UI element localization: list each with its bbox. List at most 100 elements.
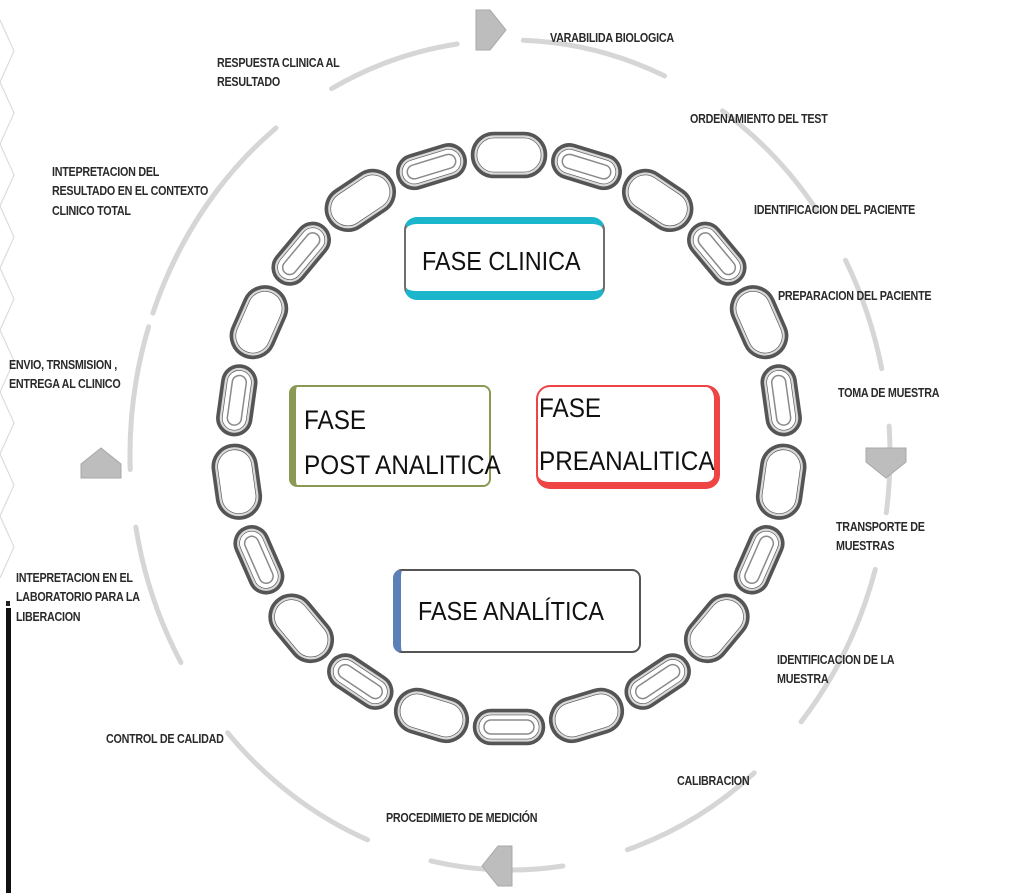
- step-text-line2: RESULTADO: [217, 75, 280, 90]
- step-text-line3: LIBERACION: [16, 609, 81, 624]
- chain-link-highlight: [215, 447, 259, 517]
- chain-link-highlight: [690, 225, 743, 283]
- cycle-arc: [798, 566, 878, 725]
- chain-link-outer: [729, 285, 789, 360]
- step-identificacion-muestra: IDENTIFICACION DE LA MUESTRA: [777, 651, 895, 690]
- edge-chevron: [0, 143, 15, 207]
- process-cycle-ring: [80, 9, 907, 887]
- chain-link-highlight: [474, 135, 544, 175]
- step-respuesta-clinica: RESPUESTA CLINICA AL RESULTADO: [217, 54, 340, 93]
- chain-link-icon: [687, 221, 747, 286]
- step-text-line1: INTEPRETACION EN EL: [16, 571, 133, 585]
- phase-analitica-box: FASE ANALÍTICA: [393, 569, 641, 653]
- left-edge-tick: [6, 601, 10, 606]
- step-text-line1: IDENTIFICACION DE LA: [777, 653, 895, 667]
- chain-link-icon: [683, 593, 750, 664]
- chain-link-outer: [324, 168, 397, 232]
- step-text-line1: RESPUESTA CLINICA AL: [217, 56, 340, 70]
- chain-link-inner: [226, 374, 248, 426]
- arrow-head-shape: [865, 447, 907, 479]
- step-text-line3: CLINICO TOTAL: [52, 203, 131, 218]
- chain-link-highlight: [687, 597, 747, 660]
- left-edge-bar: [6, 608, 11, 893]
- chain-link-icon: [470, 131, 548, 179]
- direction-arrow-icon: [475, 9, 507, 51]
- chain-link-inner: [561, 153, 612, 180]
- chain-link-outer: [268, 593, 335, 664]
- step-variabilidad-biologica: VARABILIDA BIOLOGICA: [550, 29, 674, 48]
- chain-link-inner: [483, 719, 535, 735]
- edge-chevron: [0, 391, 15, 455]
- chain-link-outer: [393, 687, 470, 744]
- chain-link-icon: [393, 687, 470, 744]
- phase-pre-label-line1: FASE: [539, 393, 602, 423]
- step-text-line2: ENTREGA AL CLINICO: [9, 377, 121, 392]
- phase-clinica-box: FASE CLINICA: [404, 217, 605, 300]
- chain-link-highlight: [271, 597, 331, 660]
- chain-link-icon: [396, 143, 467, 191]
- chain-link-inner: [770, 374, 792, 426]
- step-ordenamiento-test: ORDENAMIENTO DEL TEST: [690, 110, 828, 129]
- left-edge-decoration: [0, 19, 15, 579]
- chain-link-icon: [733, 525, 785, 595]
- step-text-line2: LABORATORIO PARA LA: [16, 590, 140, 605]
- chain-link-outer: [687, 221, 747, 286]
- chain-link-inner: [634, 663, 681, 700]
- chain-link-highlight: [625, 172, 690, 229]
- chain-link-highlight: [237, 528, 281, 591]
- chain-link-inner: [243, 535, 274, 585]
- chain-link-highlight: [628, 656, 688, 707]
- phase-preanalitica-box: FASE PREANALITICA: [536, 385, 720, 489]
- chain-link-inner: [697, 232, 737, 276]
- chain-link-outer: [327, 653, 394, 710]
- chain-link-outer: [271, 221, 331, 286]
- cycle-arc: [720, 108, 820, 214]
- step-preparacion-paciente: PREPARACION DEL PACIENTE: [778, 287, 932, 306]
- edge-chevron: [0, 515, 15, 579]
- chain-link-outer: [396, 143, 467, 191]
- chain-link-inner: [281, 232, 321, 276]
- cycle-arc: [166, 185, 222, 276]
- phase-analitica-label: FASE ANALÍTICA: [418, 596, 604, 626]
- chain-link-icon: [229, 285, 289, 360]
- chain-link-highlight: [233, 288, 285, 356]
- chain-link-outer: [229, 285, 289, 360]
- chain-link-icon: [324, 168, 397, 232]
- chain-link-icon: [216, 364, 258, 437]
- direction-arrow-icon: [865, 447, 907, 479]
- cycle-arc: [520, 37, 668, 79]
- step-text: VARABILIDA BIOLOGICA: [550, 31, 674, 45]
- chain-link-highlight: [330, 656, 390, 707]
- chain-link-outer: [755, 443, 807, 520]
- chain-link-highlight: [737, 528, 781, 591]
- step-text-line2: MUESTRA: [777, 672, 829, 687]
- chain-link-highlight: [476, 712, 542, 742]
- edge-chevron: [0, 329, 15, 393]
- arrow-head-shape: [80, 447, 122, 479]
- cycle-arc: [624, 770, 757, 853]
- step-text-line2: MUESTRAS: [836, 539, 895, 554]
- chain-link-icon: [327, 653, 394, 710]
- step-text: ORDENAMIENTO DEL TEST: [690, 112, 828, 126]
- chain-link-outer: [211, 443, 263, 520]
- chain-link-icon: [551, 143, 622, 191]
- chain-link-highlight: [759, 447, 803, 517]
- chain-link-icon: [211, 443, 263, 520]
- chain-link-highlight: [399, 146, 464, 187]
- arrow-head-shape: [481, 845, 513, 887]
- chain-link-outer: [621, 168, 694, 232]
- phase-clinica-label: FASE CLINICA: [422, 246, 581, 276]
- chain-link-highlight: [552, 691, 621, 740]
- step-text-line1: INTEPRETACION DEL: [52, 165, 160, 179]
- chain-link-icon: [268, 593, 335, 664]
- chain-link-icon: [271, 221, 331, 286]
- phase-pre-label-line2: PREANALITICA: [539, 446, 715, 476]
- step-identificacion-paciente: IDENTIFICACION DEL PACIENTE: [754, 201, 915, 220]
- step-toma-muestra: TOMA DE MUESTRA: [838, 384, 940, 403]
- chain-link-icon: [548, 687, 625, 744]
- cycle-arc: [329, 41, 460, 92]
- chain-link-icon: [729, 285, 789, 360]
- cycle-arc: [225, 730, 371, 843]
- step-text-line1: ENVIO, TRNSMISION ,: [9, 358, 117, 372]
